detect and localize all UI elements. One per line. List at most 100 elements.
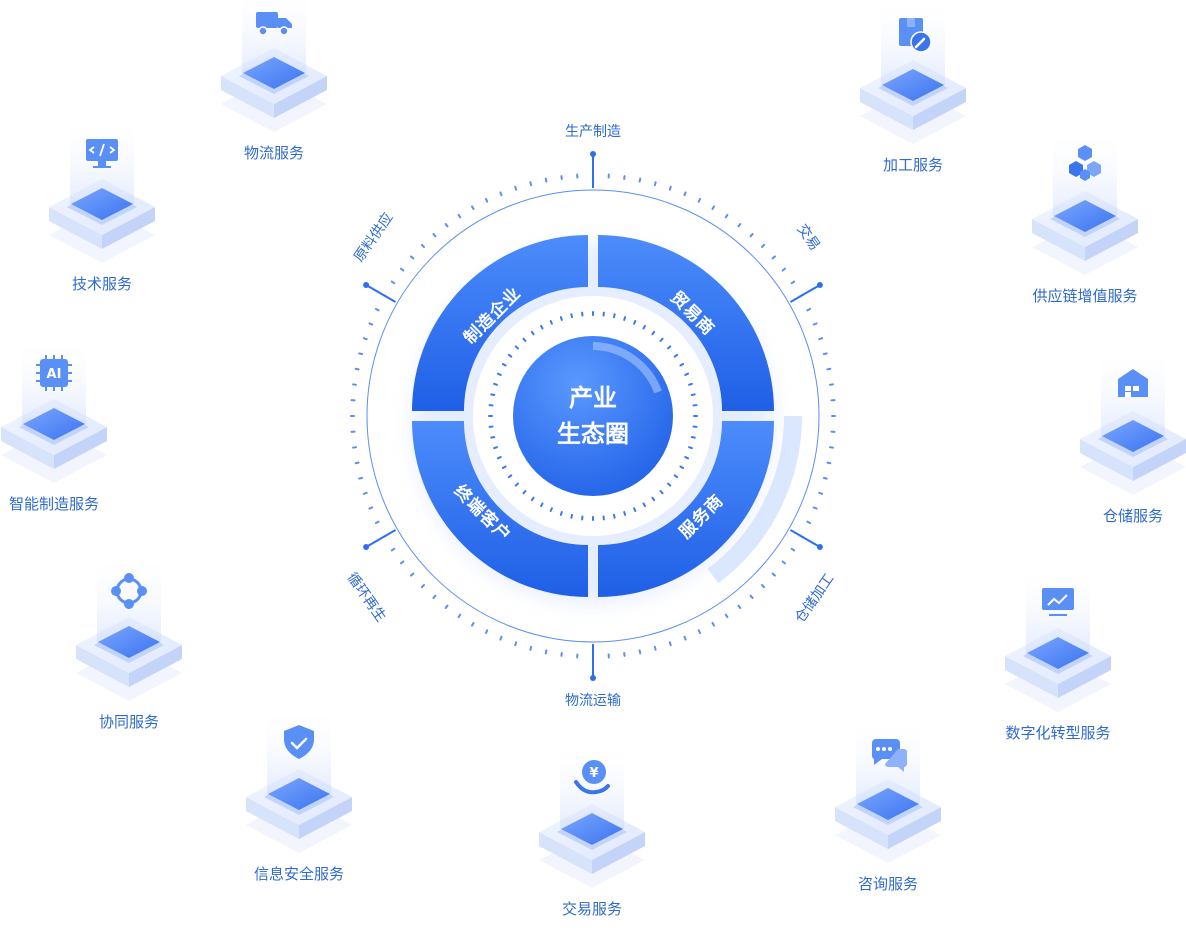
tick-dot [472, 623, 474, 626]
service-label: 咨询服务 [783, 873, 993, 894]
inner-dot [675, 355, 677, 357]
tick-dot [827, 463, 830, 464]
tick-dot [486, 630, 487, 633]
tick-dot [640, 650, 641, 653]
tick-dot [807, 309, 810, 310]
tick-dot [546, 650, 547, 653]
connector-warehouse-dot [817, 544, 823, 550]
tick-dot [515, 642, 516, 645]
service-label: 加工服务 [808, 154, 1018, 175]
connector-raw [366, 285, 395, 302]
service-node[interactable]: AI 智能制造服务 [0, 335, 119, 535]
inner-dot [491, 394, 494, 395]
service-node[interactable]: 协同服务 [64, 553, 194, 753]
tick-dot [486, 199, 487, 202]
inner-dot [680, 467, 683, 469]
inner-dot [689, 384, 692, 385]
tick-dot [726, 215, 728, 217]
tick-dot [783, 269, 785, 271]
tick-dot [472, 206, 474, 209]
inner-dot [532, 332, 534, 334]
inner-dot [634, 321, 635, 324]
tick-dot [713, 206, 715, 209]
inner-dot [509, 475, 511, 477]
tick-dot [369, 507, 372, 508]
tick-dot [762, 585, 764, 587]
tick-dot [392, 282, 394, 284]
inner-dot [652, 332, 654, 334]
tick-dot [792, 282, 794, 284]
inner-dot [634, 508, 635, 511]
inner-dot [551, 321, 552, 324]
tick-dot [459, 615, 461, 617]
tick-dot [530, 182, 531, 185]
inner-dot [571, 515, 572, 518]
service-label: 物流服务 [169, 142, 379, 163]
tick-dot [773, 574, 775, 576]
tick-dot [824, 478, 827, 479]
service-label: 仓储服务 [1028, 505, 1186, 526]
inner-dot [644, 326, 646, 329]
service-node[interactable]: 数字化转型服务 [993, 564, 1123, 764]
service-node[interactable]: 供应链增值服务 [1020, 127, 1150, 327]
inner-dot [685, 374, 688, 375]
inner-dot [675, 475, 677, 477]
service-node[interactable]: 加工服务 [848, 0, 978, 196]
inner-dot [561, 512, 562, 515]
inner-dot [692, 437, 695, 438]
inner-dot [541, 326, 543, 329]
tick-dot [814, 507, 817, 508]
tick-dot [655, 647, 656, 650]
service-node[interactable]: 咨询服务 [823, 715, 953, 915]
connector-logistics-dot [590, 675, 596, 681]
tick-dot [356, 369, 359, 370]
tick-dot [401, 269, 403, 271]
tick-dot [807, 522, 810, 523]
tick-dot [515, 187, 516, 190]
tick-dot [699, 630, 700, 633]
tick-dot [411, 256, 413, 258]
connector-recycling-dot [363, 544, 369, 550]
svg-text:¥: ¥ [589, 766, 598, 781]
inner-dot [644, 503, 646, 506]
tick-dot [762, 245, 764, 247]
connector-raw-dot [363, 282, 369, 288]
svg-text:AI: AI [47, 367, 62, 382]
tick-dot [827, 369, 830, 370]
service-label: 交易服务 [487, 898, 697, 919]
tick-dot [359, 353, 362, 354]
inner-dot [689, 447, 692, 448]
service-node[interactable]: 物流服务 [209, 0, 339, 184]
tick-dot [655, 182, 656, 185]
tick-dot [670, 642, 671, 645]
service-node[interactable]: 仓储服务 [1068, 347, 1186, 547]
tick-dot [684, 637, 685, 640]
tick-dot [459, 215, 461, 217]
tick-dot [640, 179, 641, 182]
inner-dot [551, 508, 552, 511]
inner-dot [509, 355, 511, 357]
tick-dot [738, 224, 740, 226]
inner-dot [498, 457, 501, 458]
tick-dot [446, 606, 448, 608]
tick-dot [369, 323, 372, 324]
connector-production-dot [590, 151, 596, 157]
tick-dot [411, 574, 413, 576]
category-label-production: 生产制造 [565, 121, 621, 141]
inner-dot [561, 317, 562, 320]
tick-dot [546, 179, 547, 182]
service-node[interactable]: 技术服务 [37, 115, 167, 315]
inner-dot [503, 467, 506, 469]
inner-dot [532, 498, 534, 500]
service-label: 协同服务 [24, 711, 234, 732]
service-label: 供应链增值服务 [980, 285, 1186, 306]
tick-dot [751, 596, 753, 598]
tick-dot [446, 224, 448, 226]
tick-dot [364, 493, 367, 494]
service-node[interactable]: 信息安全服务 [234, 705, 364, 905]
inner-dot [491, 437, 494, 438]
tick-dot [422, 585, 424, 587]
tick-dot [814, 323, 817, 324]
service-node[interactable]: ¥ 交易服务 [527, 740, 657, 940]
inner-dot [541, 503, 543, 506]
